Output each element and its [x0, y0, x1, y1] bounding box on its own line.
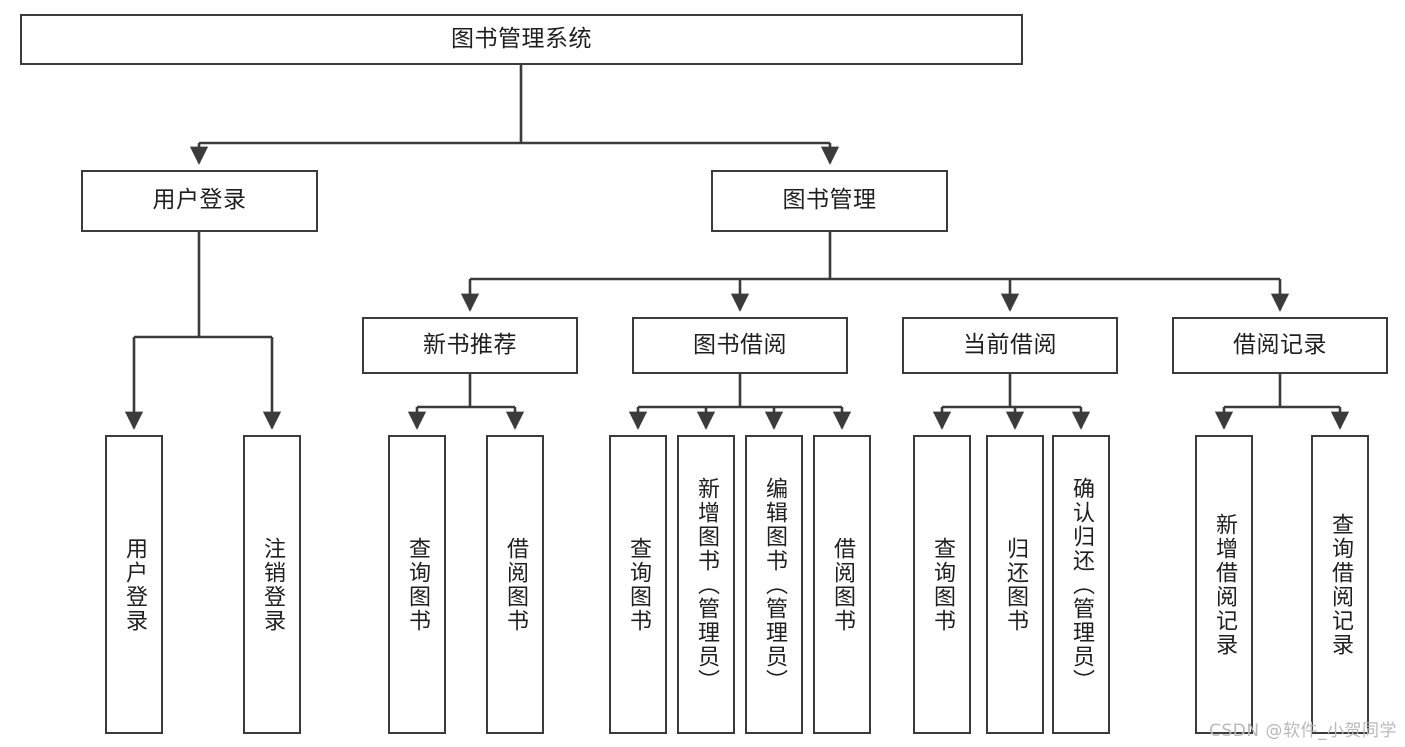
leaf-logout[interactable]: 注销登录	[243, 435, 301, 734]
leaf-add-borrow-record[interactable]: 新增借阅记录	[1195, 435, 1253, 734]
node-root-label: 图书管理系统	[451, 25, 592, 52]
node-label: 用户登录	[121, 536, 147, 633]
node-level2-new-book-recommend[interactable]: 新书推荐	[362, 317, 578, 374]
node-label: 借阅图书	[502, 536, 528, 633]
leaf-return-book[interactable]: 归还图书	[986, 435, 1044, 734]
csdn-watermark: CSDN @软件_小贺同学	[1209, 721, 1397, 741]
node-label: 借阅记录	[1233, 331, 1327, 358]
node-label: 注销登录	[259, 536, 285, 633]
leaf-confirm-return-admin[interactable]: 确认归还（管理员）	[1052, 435, 1110, 734]
node-level2-borrow-record[interactable]: 借阅记录	[1172, 317, 1388, 374]
leaf-add-book-admin[interactable]: 新增图书（管理员）	[677, 435, 735, 734]
node-root[interactable]: 图书管理系统	[20, 14, 1023, 65]
node-level1-user-login[interactable]: 用户登录	[81, 170, 318, 232]
node-label: 图书借阅	[693, 331, 787, 358]
node-label: 当前借阅	[963, 331, 1057, 358]
leaf-query-book-current[interactable]: 查询图书	[913, 435, 971, 734]
node-label: 查询图书	[625, 536, 651, 633]
node-label: 查询图书	[404, 536, 430, 633]
node-label: 新增借阅记录	[1211, 512, 1237, 657]
node-label: 新书推荐	[423, 331, 517, 358]
leaf-query-borrow-record[interactable]: 查询借阅记录	[1311, 435, 1369, 734]
node-label: 借阅图书	[829, 536, 855, 633]
node-label: 查询借阅记录	[1327, 512, 1353, 657]
node-level2-book-borrow[interactable]: 图书借阅	[632, 317, 848, 374]
leaf-borrow-book-recommend[interactable]: 借阅图书	[486, 435, 544, 734]
node-label: 新增图书（管理员）	[693, 476, 719, 693]
leaf-query-book-recommend[interactable]: 查询图书	[388, 435, 446, 734]
leaf-user-login[interactable]: 用户登录	[105, 435, 163, 734]
leaf-edit-book-admin[interactable]: 编辑图书（管理员）	[745, 435, 803, 734]
node-label: 图书管理	[782, 187, 877, 214]
leaf-query-book-borrow[interactable]: 查询图书	[609, 435, 667, 734]
node-level2-current-borrow[interactable]: 当前借阅	[902, 317, 1118, 374]
leaf-borrow-book[interactable]: 借阅图书	[813, 435, 871, 734]
node-label: 确认归还（管理员）	[1068, 476, 1094, 693]
node-label: 归还图书	[1002, 536, 1028, 633]
node-label: 查询图书	[929, 536, 955, 633]
node-level1-book-management[interactable]: 图书管理	[711, 170, 948, 232]
node-label: 用户登录	[152, 187, 247, 214]
node-label: 编辑图书（管理员）	[761, 476, 787, 693]
